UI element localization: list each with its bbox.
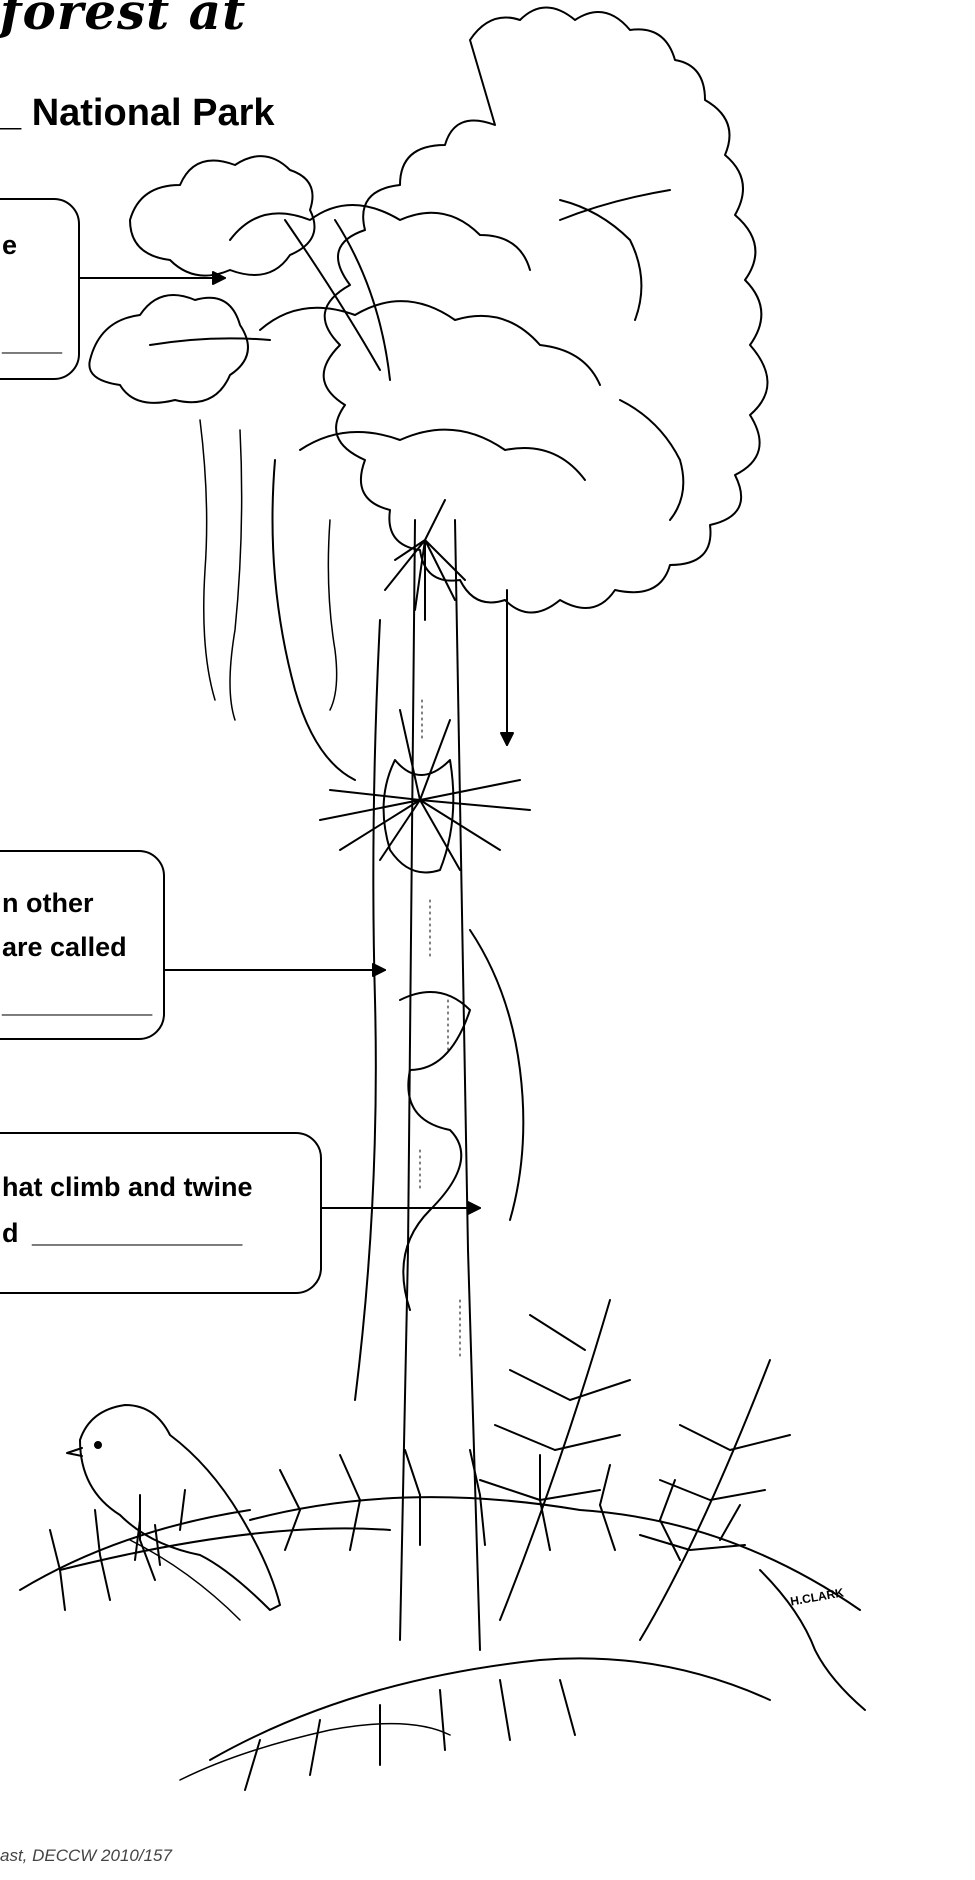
canopy-foliage-4: [560, 200, 641, 320]
callout-canopy-blank[interactable]: ____: [2, 322, 62, 360]
page-title: forest at: [0, 0, 246, 41]
liana-left: [273, 460, 356, 780]
callout-vines-blank[interactable]: ______________: [32, 1214, 242, 1252]
callout-epiphytes-blank[interactable]: __________: [2, 984, 152, 1022]
callout-canopy-line1: e: [2, 226, 17, 264]
upper-left-foliage: [130, 156, 315, 276]
middle-epiphyte: [320, 710, 530, 873]
canopy-crown: [324, 8, 768, 613]
hanging-vine-1: [200, 420, 215, 700]
callout-epiphytes-line1: n other: [2, 884, 94, 922]
callout-vines: [0, 1132, 322, 1294]
canopy-foliage-5: [620, 400, 683, 520]
ground-fern-right: [480, 1300, 630, 1620]
ground-fern-lower: [210, 1658, 770, 1790]
callout-epiphytes-line2: are called: [2, 928, 127, 966]
park-name-line: _ National Park: [0, 92, 275, 135]
callout-vines-line2: d: [2, 1214, 19, 1252]
left-branch-foliage: [89, 295, 248, 403]
perch-branch: [60, 1528, 390, 1570]
canopy-foliage-2: [260, 301, 600, 385]
ground-fern-far-right: [640, 1360, 790, 1640]
canopy-foliage-3: [300, 430, 585, 480]
ground-fern-left: [20, 1490, 250, 1610]
bird: [67, 1405, 280, 1620]
hanging-vine-3: [328, 520, 336, 710]
upper-epiphyte: [385, 500, 465, 620]
callout-vines-line1: hat climb and twine: [2, 1168, 253, 1206]
vine-right: [470, 930, 523, 1220]
hanging-vine-2: [230, 430, 242, 720]
credit-line: ast, DECCW 2010/157: [0, 1846, 172, 1866]
canopy-foliage-1: [230, 205, 530, 270]
left-branch: [150, 338, 270, 345]
liana-down: [355, 620, 380, 1400]
canopy-branch-1: [285, 220, 380, 370]
